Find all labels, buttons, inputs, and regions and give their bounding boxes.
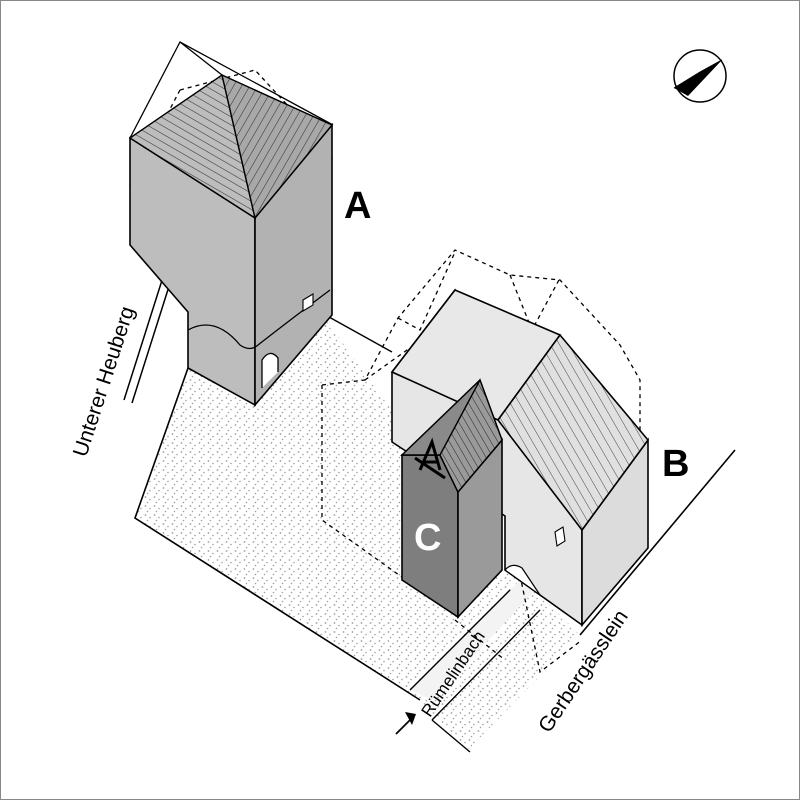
building-a-former-roof	[129, 41, 334, 139]
building-b-label: B	[662, 443, 689, 485]
building-a	[128, 73, 334, 408]
building-c	[400, 378, 503, 620]
hoist-icon	[414, 437, 446, 480]
building-c-label: C	[414, 517, 441, 559]
north-arrow-icon	[673, 49, 727, 103]
building-a-label: A	[344, 185, 371, 227]
creek-channel	[409, 578, 541, 753]
flow-arrow-icon	[395, 712, 416, 735]
